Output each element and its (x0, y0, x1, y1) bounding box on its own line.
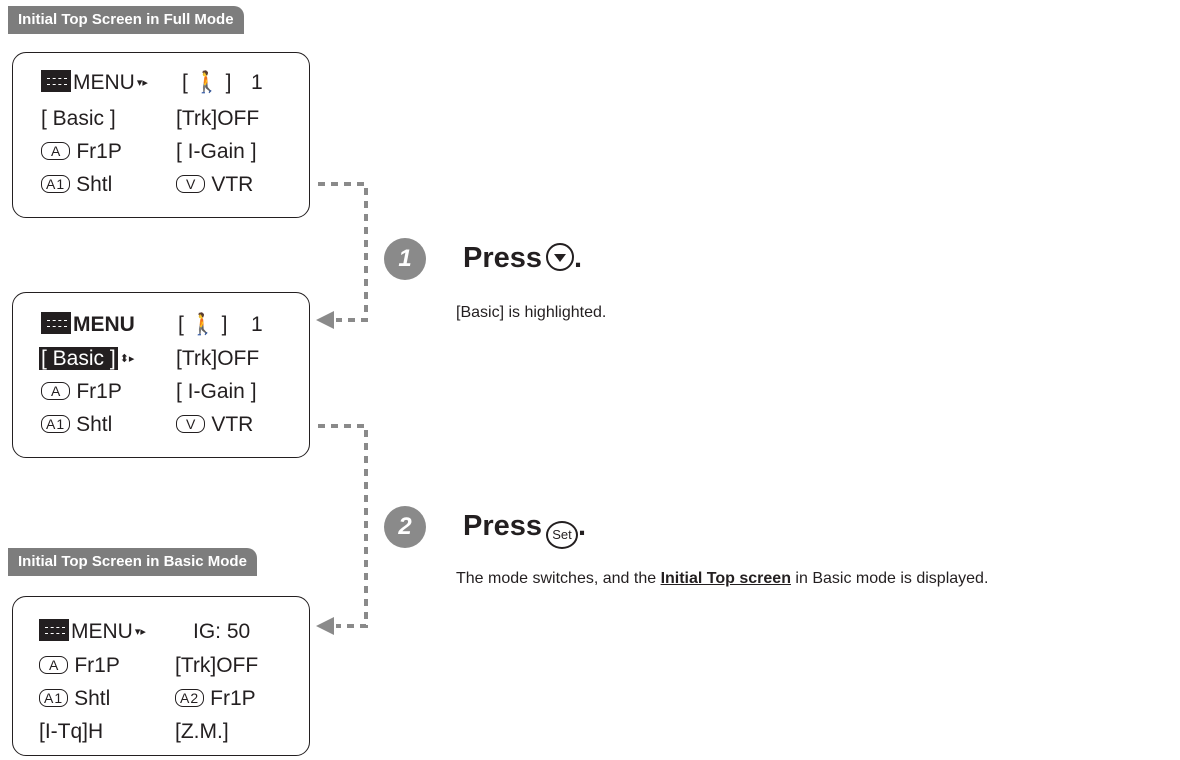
user-number: 1 (251, 71, 263, 94)
full-mode-label: Initial Top Screen in Full Mode (8, 6, 244, 34)
menu-item: MENU▾▸ (41, 70, 150, 96)
cursor-arrow-icon: ▾▸ (136, 77, 148, 89)
basic-mode-label: Initial Top Screen in Basic Mode (8, 548, 257, 576)
basic-item-highlighted: [ Basic ]⬍▸ (39, 347, 135, 370)
trk-item: [Trk]OFF (176, 347, 260, 370)
igain-item: [ I-Gain ] (176, 140, 257, 163)
initial-top-screen-link[interactable]: Initial Top screen (660, 570, 791, 587)
set-button-icon: Set (546, 521, 579, 549)
key-a1-icon: A1 (39, 689, 69, 707)
key-a2-icon: A2 (175, 689, 205, 707)
menu-icon (41, 312, 71, 334)
updown-arrow-icon: ⬍▸ (119, 353, 135, 365)
menu-icon (39, 619, 69, 641)
user-number: 1 (251, 313, 263, 336)
menu-item: MENU▾▸ (39, 619, 148, 645)
step-2-number: 2 (384, 506, 426, 548)
igain-item: [ I-Gain ] (176, 380, 257, 403)
key-a-icon: A (41, 382, 71, 400)
step-2-description: The mode switches, and the Initial Top s… (456, 570, 989, 587)
user-icon: [ 🚶 ] (178, 313, 228, 336)
trk-item: [Trk]OFF (175, 654, 259, 677)
trk-item: [Trk]OFF (176, 107, 260, 130)
key-a-icon: A (39, 656, 69, 674)
connector-2 (318, 424, 368, 628)
key-a-icon: A (41, 142, 71, 160)
step-1-title: Press. (463, 242, 583, 274)
arrowhead-1 (316, 311, 334, 329)
itq-item: [I-Tq]H (39, 720, 104, 743)
zm-item: [Z.M.] (175, 720, 229, 743)
menu-item: MENU (41, 312, 135, 338)
key-v-icon: V (176, 175, 206, 193)
arrowhead-2 (316, 617, 334, 635)
key-a1-icon: A1 (41, 175, 71, 193)
ig-value: IG: 50 (193, 620, 251, 643)
user-icon: [ 🚶 ] (182, 71, 232, 94)
down-button-icon (546, 243, 575, 271)
connector-1 (318, 182, 368, 322)
step-1-description: [Basic] is highlighted. (456, 304, 607, 321)
step-1-number: 1 (384, 238, 426, 280)
key-a1-icon: A1 (41, 415, 71, 433)
menu-icon (41, 70, 71, 92)
cursor-arrow-icon: ▾▸ (134, 626, 146, 638)
basic-item: [ Basic ] (41, 107, 116, 130)
key-v-icon: V (176, 415, 206, 433)
